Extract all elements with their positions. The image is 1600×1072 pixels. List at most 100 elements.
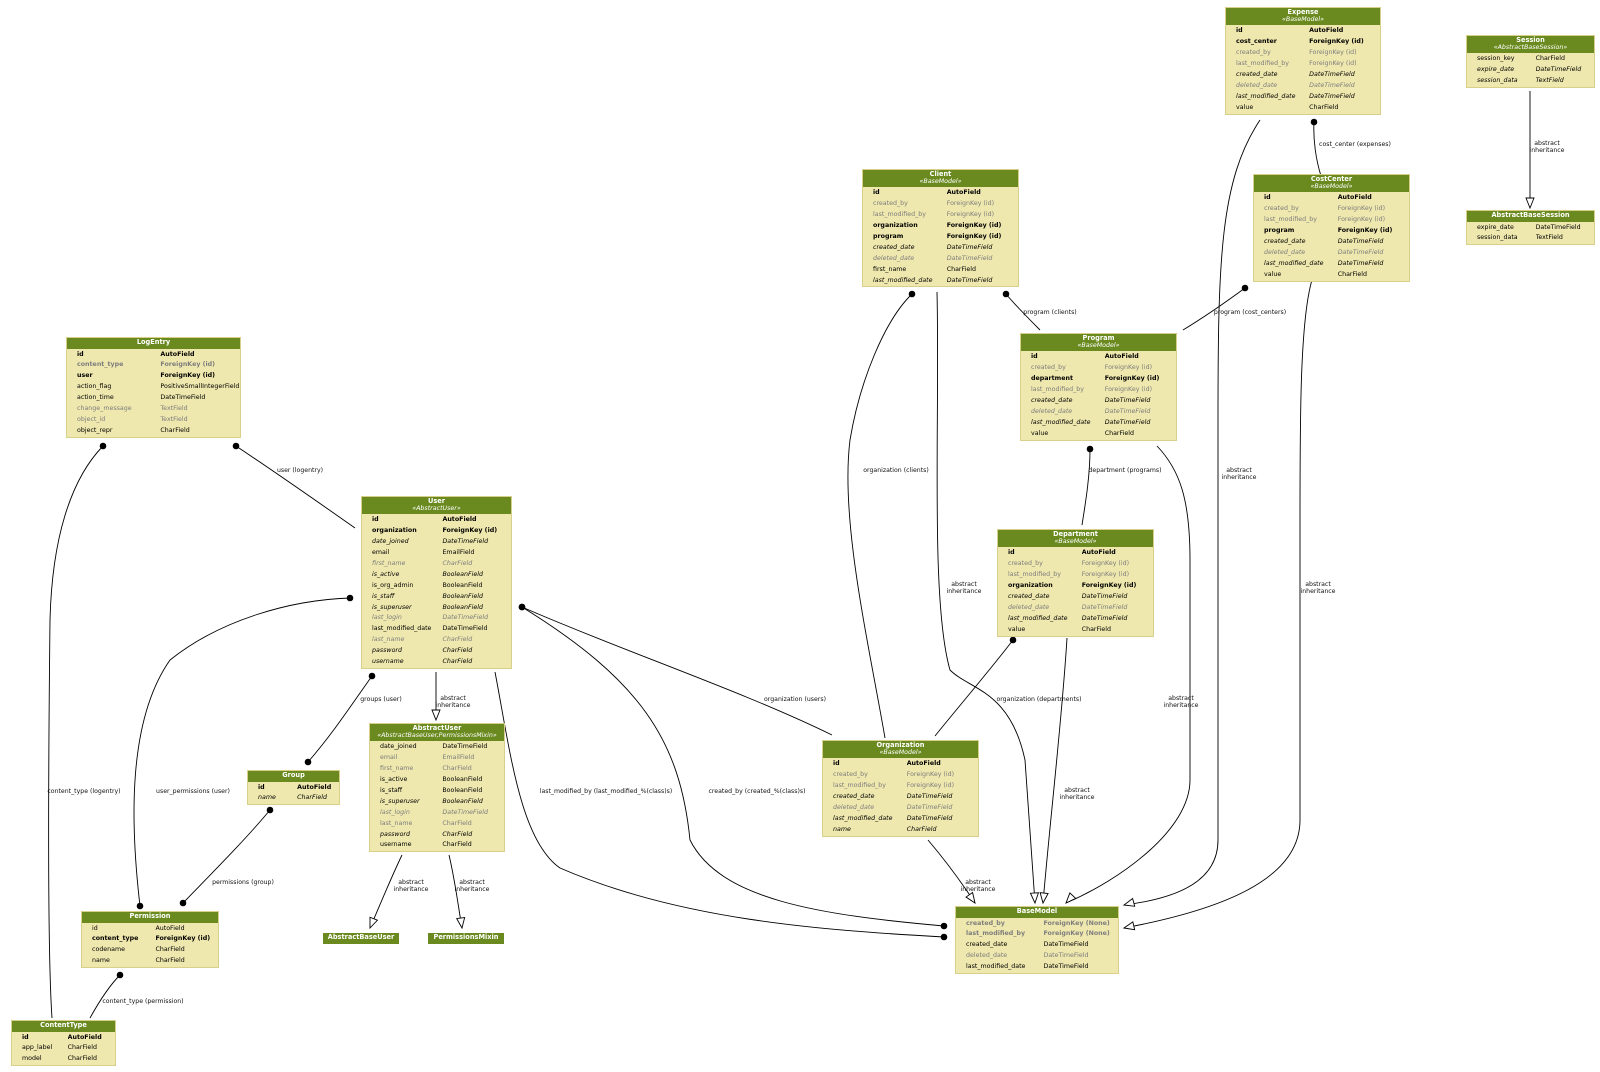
field-type: ForeignKey (id) [155, 935, 211, 943]
field-row: email EmailField [362, 548, 511, 559]
field-type: BooleanField [442, 581, 483, 589]
edge-label-user-logentry: user (logentry) [276, 467, 324, 474]
field-name: last_modified_date [873, 276, 933, 284]
edge-label-abstract-inheritance-session: abstract inheritance [1529, 140, 1565, 155]
field-row: program ForeignKey (id) [863, 232, 1018, 243]
field-type: CharField [946, 265, 977, 273]
model-name: Group [282, 771, 305, 779]
field-type: ForeignKey (id) [946, 200, 995, 208]
field-type: DateTimeField [906, 803, 953, 811]
field-name: last_name [372, 636, 405, 644]
field-type: EmailField [442, 549, 475, 557]
field-type: CharField [1309, 103, 1339, 111]
field-name: change_message [77, 405, 132, 413]
field-type: ForeignKey (id) [946, 232, 1002, 240]
field-row: password CharField [362, 646, 511, 657]
field-name: session_data [1477, 234, 1518, 242]
field-type: AutoField [1104, 353, 1139, 361]
field-name: email [372, 549, 390, 557]
field-type: CharField [1104, 429, 1135, 437]
field-type: ForeignKey (id) [1104, 375, 1160, 383]
field-type: DateTimeField [1081, 603, 1128, 611]
model-name: User [427, 497, 445, 505]
edge-label-abstract-inheritance-user: abstract inheritance [435, 695, 471, 710]
edge-user-abstractuser-arrowhead [431, 709, 441, 722]
model-name: AbstractBaseUser [327, 933, 395, 941]
edge-label-created-by: created_by (created_%(class)s) [708, 788, 806, 795]
edge-program-basemodel [1065, 445, 1191, 904]
field-name: program [873, 232, 904, 240]
field-name: name [833, 825, 851, 833]
field-type: AutoField [442, 516, 477, 524]
field-type: CharField [67, 1055, 97, 1063]
edge-department-organization [934, 639, 1014, 737]
field-type: ForeignKey (id) [1309, 49, 1357, 57]
field-type: DateTimeField [442, 625, 488, 633]
field-type: AutoField [155, 924, 185, 932]
field-type: CharField [67, 1044, 97, 1052]
field-type: DateTimeField [906, 793, 953, 801]
field-type: CharField [906, 825, 937, 833]
model-header: Session«AbstractBaseSession» [1467, 36, 1594, 54]
edge-expense-costcenter [1313, 121, 1322, 177]
edge-organization-basemodel [927, 839, 976, 904]
field-type: TextField [160, 415, 188, 423]
model-name: Session [1516, 36, 1545, 44]
field-name: last_modified_date [1236, 92, 1296, 100]
field-name: id [1031, 353, 1038, 361]
field-name: created_date [1008, 592, 1050, 600]
field-type: CharField [442, 647, 473, 655]
field-name: deleted_date [1236, 81, 1278, 89]
model-stereotype: «BaseModel» [1054, 537, 1097, 545]
field-type: DateTimeField [1081, 592, 1128, 600]
edge-label-organization-departments: organization (departments) [996, 696, 1082, 703]
model-name: Expense [1287, 8, 1319, 16]
field-name: expire_date [1477, 223, 1514, 231]
edge-abstractuser-pm-arrowhead [455, 917, 466, 930]
field-name: created_by [1264, 205, 1299, 213]
model-name: BaseModel [1016, 907, 1058, 915]
edge-abstractuser-abu-arrowhead [369, 916, 379, 930]
field-type: ForeignKey (None) [1043, 919, 1110, 927]
field-row: created_date DateTimeField [998, 592, 1153, 603]
field-type: ForeignKey (id) [160, 372, 216, 380]
field-name: password [372, 647, 403, 655]
field-name: created_by [833, 771, 868, 779]
field-name: last_modified_date [1008, 614, 1068, 622]
field-name: created_date [833, 793, 875, 801]
field-name: deleted_date [873, 254, 915, 262]
model-name: AbstractBaseSession [1491, 211, 1570, 219]
field-type: DateTimeField [442, 538, 489, 546]
field-name: first_name [372, 559, 406, 567]
field-name: id [372, 516, 379, 524]
edge-user-created-end-dot [518, 603, 526, 611]
field-type: ForeignKey (id) [1104, 364, 1153, 372]
edge-label-content-type-logentry: content_type (logentry) [47, 788, 121, 795]
edge-permission-user [133, 597, 351, 907]
